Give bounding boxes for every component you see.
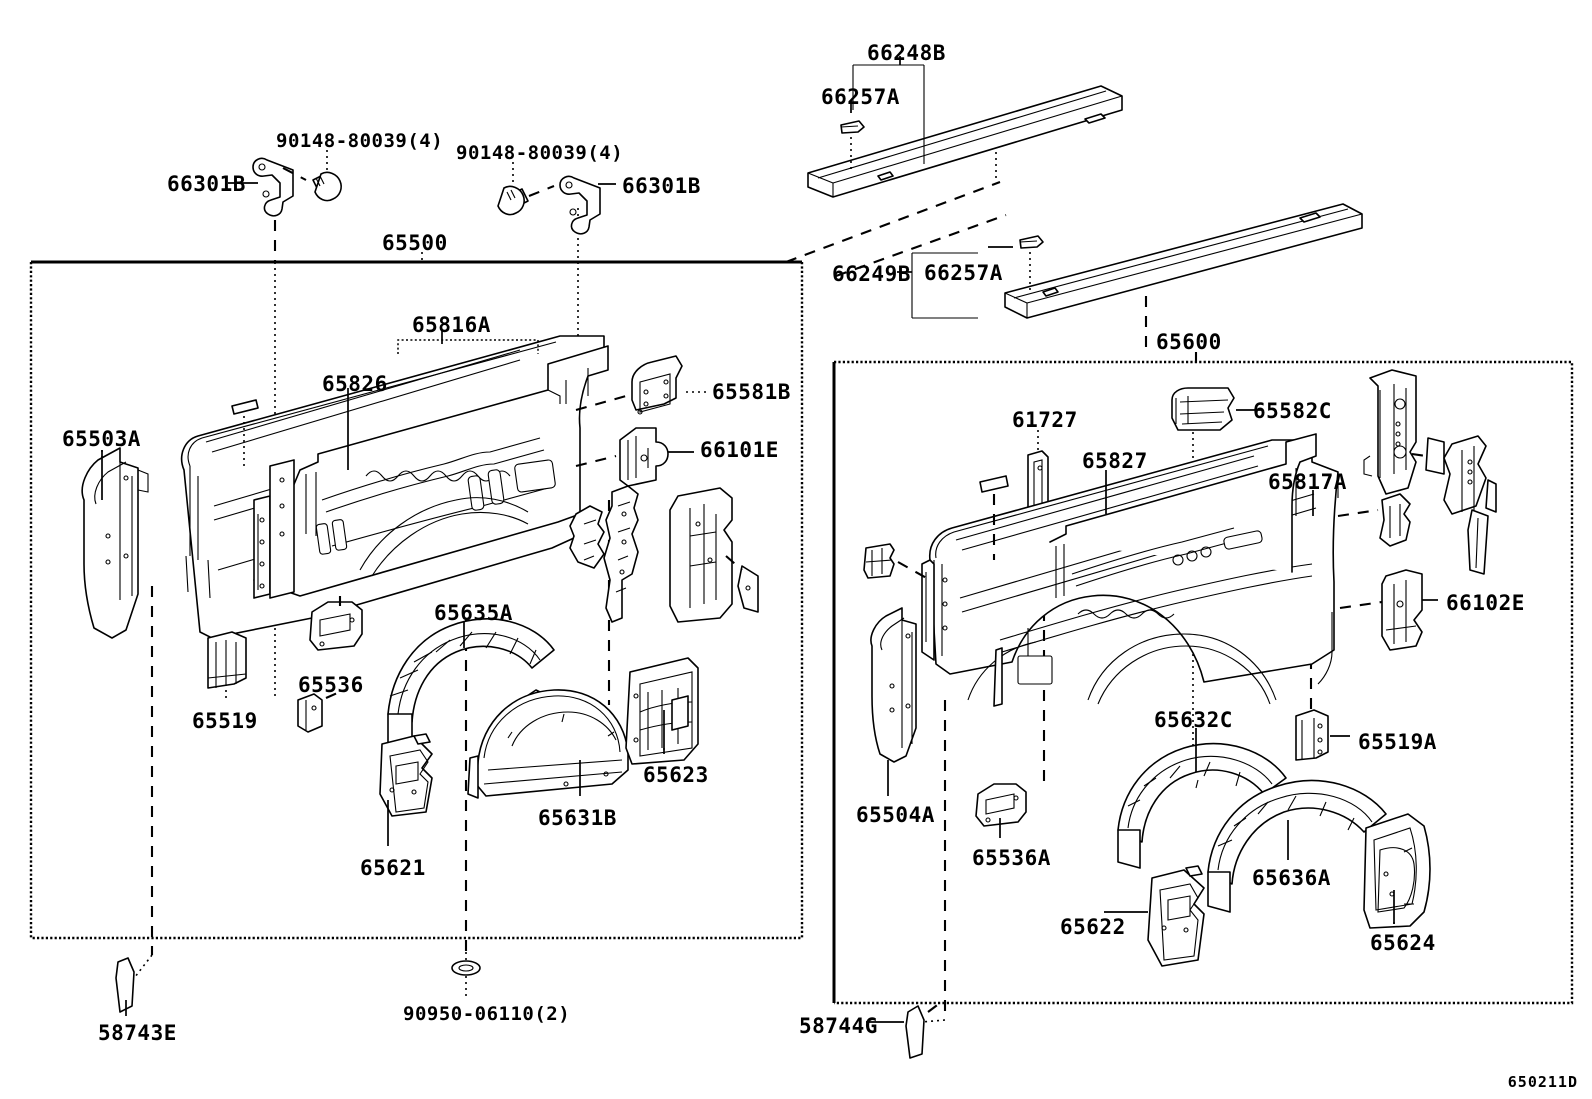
- label-66301b-2: 66301B: [622, 174, 701, 198]
- right-misc-brackets: [1337, 369, 1497, 575]
- label-65636a: 65636A: [1252, 866, 1331, 890]
- label-65826: 65826: [322, 372, 388, 396]
- label-65582c: 65582C: [1253, 399, 1332, 423]
- label-65536a: 65536A: [972, 846, 1051, 870]
- label-65816a: 65816A: [412, 313, 491, 337]
- label-66248b: 66248B: [867, 41, 946, 65]
- label-65504a: 65504A: [856, 803, 935, 827]
- part-66102e: [1381, 569, 1423, 651]
- part-58743e: [115, 957, 135, 1013]
- part-66257a-clip-1: [840, 120, 865, 134]
- part-65536: [309, 601, 363, 651]
- label-58744g: 58744G: [799, 1014, 878, 1038]
- part-58744g: [905, 1005, 925, 1059]
- label-90148-80039-1: 90148-80039(4): [276, 130, 444, 152]
- part-65536a: [975, 783, 1027, 827]
- label-65827: 65827: [1082, 449, 1148, 473]
- label-90148-80039-2: 90148-80039(4): [456, 142, 624, 164]
- part-65504a: [870, 607, 917, 763]
- part-65623: [625, 657, 699, 765]
- label-65581b: 65581B: [712, 380, 791, 404]
- label-66257a-1: 66257A: [821, 85, 900, 109]
- part-65827-inner-panel: [863, 433, 1339, 707]
- label-66301b-1: 66301B: [167, 172, 246, 196]
- label-65635a: 65635A: [434, 601, 513, 625]
- part-90148-80039-left: [312, 171, 342, 202]
- diagram-id-code: 650211D: [1507, 1073, 1578, 1091]
- label-58743e: 58743E: [98, 1021, 177, 1045]
- label-66101e: 66101E: [700, 438, 779, 462]
- part-66248b-step-rail: [807, 85, 1123, 198]
- label-65624: 65624: [1370, 931, 1436, 955]
- label-65817a: 65817A: [1268, 470, 1347, 494]
- label-65503a: 65503A: [62, 427, 141, 451]
- part-65826-inner-panel: [180, 335, 609, 639]
- part-65636a: [1207, 779, 1387, 913]
- label-65519a: 65519A: [1358, 730, 1437, 754]
- part-90950-06110: [451, 960, 481, 976]
- part-65503a: [81, 447, 149, 639]
- label-66257a-2: 66257A: [924, 261, 1003, 285]
- part-65632c: [1117, 742, 1287, 869]
- label-65536: 65536: [298, 673, 364, 697]
- part-65621: [379, 733, 433, 817]
- part-65631b: [467, 689, 629, 799]
- part-65622: [1147, 865, 1205, 967]
- label-65519: 65519: [192, 709, 258, 733]
- part-65582c: [1171, 387, 1235, 431]
- label-65621: 65621: [360, 856, 426, 880]
- part-66257a-clip-2: [1019, 235, 1044, 249]
- label-66249b: 66249B: [832, 262, 911, 286]
- left-misc-parts: [569, 485, 759, 623]
- part-90148-80039-right: [497, 185, 529, 216]
- label-61727: 61727: [1012, 408, 1078, 432]
- label-65500-group: 65500: [382, 231, 448, 255]
- left-assembly-frame: [29, 260, 804, 940]
- part-65581b: [631, 355, 683, 415]
- label-65622: 65622: [1060, 915, 1126, 939]
- label-65632c: 65632C: [1154, 708, 1233, 732]
- label-66102e: 66102E: [1446, 591, 1525, 615]
- part-65624: [1363, 813, 1431, 929]
- part-66101e: [619, 427, 669, 487]
- part-65536-small: [297, 693, 323, 733]
- right-assembly-frame: [832, 360, 1574, 1005]
- part-65519a: [1295, 709, 1329, 761]
- part-66301b-left: [252, 157, 294, 217]
- part-66249b-step-rail: [1004, 203, 1363, 319]
- label-90950-06110: 90950-06110(2): [403, 1003, 571, 1025]
- part-66301b-right: [559, 175, 601, 235]
- label-65623: 65623: [643, 763, 709, 787]
- label-65600-group: 65600: [1156, 330, 1222, 354]
- label-65631b: 65631B: [538, 806, 617, 830]
- part-65519: [207, 631, 247, 689]
